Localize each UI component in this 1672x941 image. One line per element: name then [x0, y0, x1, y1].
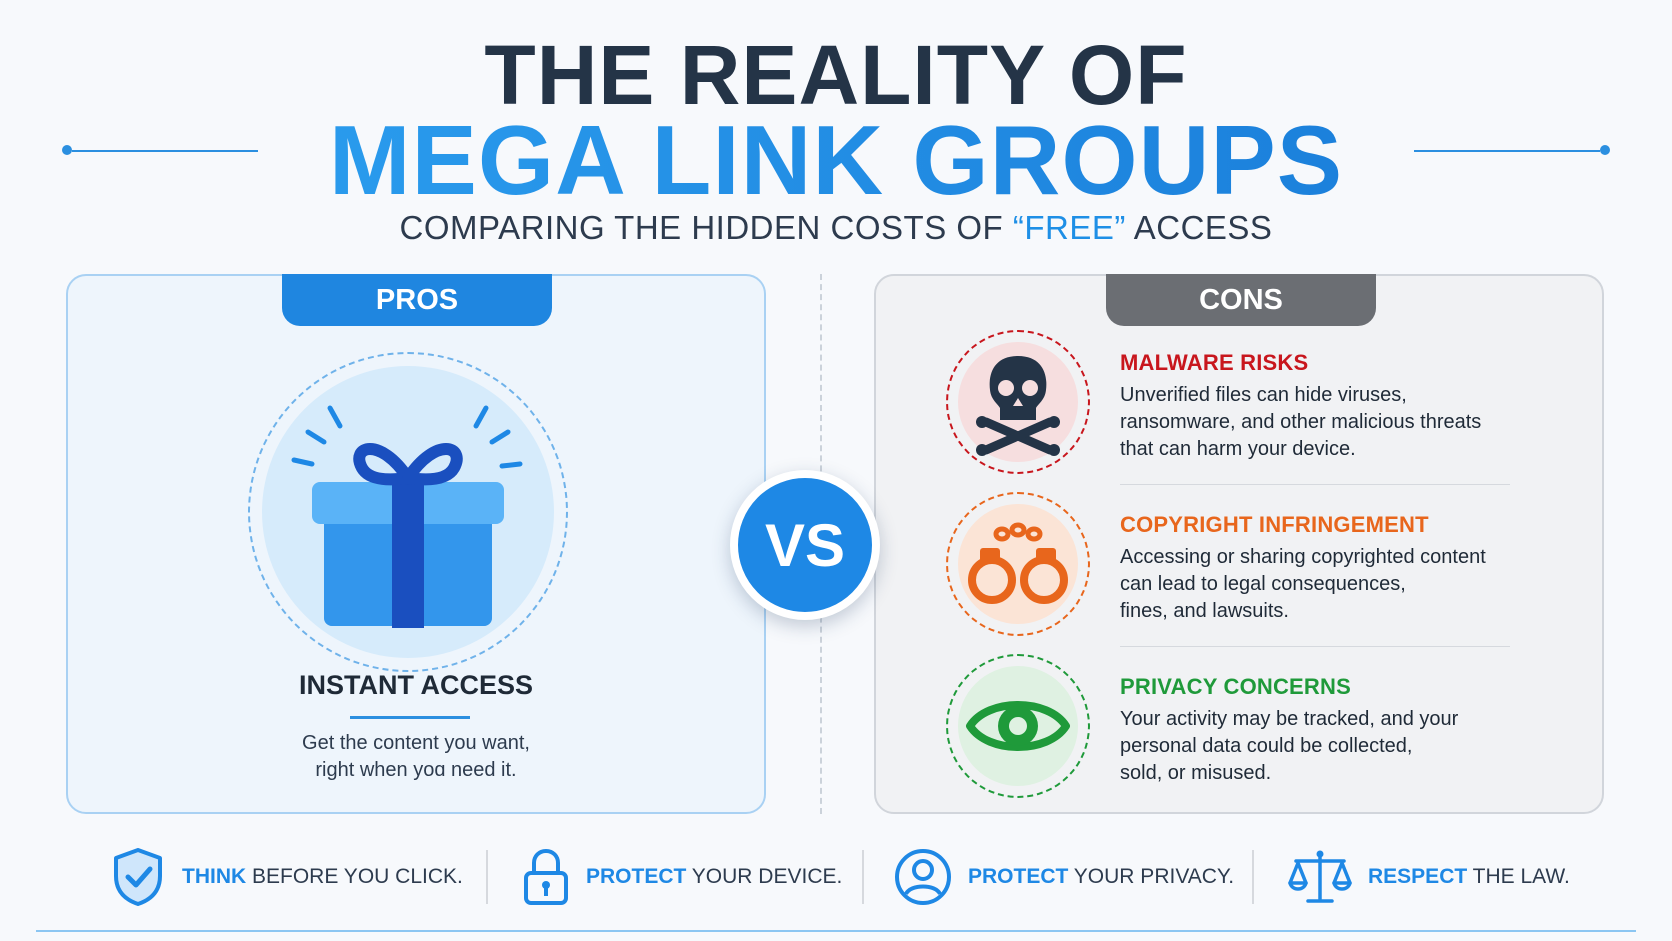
padlock-icon	[524, 848, 568, 905]
subtitle-highlight: “FREE”	[1012, 209, 1126, 246]
con-desc-malware: Unverified files can hide viruses, ranso…	[1120, 382, 1540, 463]
bottom-rule	[36, 930, 1636, 932]
con-desc-line: personal data could be collected,	[1120, 735, 1413, 757]
pros-desc-line-2: right when yoɑ need it.	[315, 759, 517, 781]
pros-desc-line-1: Get the content you want,	[302, 732, 530, 754]
gift-ring	[248, 352, 568, 672]
con-desc-line: fines, and lawsuits.	[1120, 600, 1289, 622]
con-desc-privacy: Your activity may be tracked, and your p…	[1120, 706, 1540, 787]
eye-icon	[966, 701, 1070, 751]
footer-strong: PROTECT	[586, 865, 687, 888]
con-desc-line: Accessing or sharing copyrighted content	[1120, 546, 1486, 568]
vs-badge: VS	[730, 470, 880, 620]
footer-privacy: PROTECT YOUR PRIVACY.	[894, 844, 1234, 910]
skull-crossbones-icon	[976, 356, 1060, 456]
privacy-icon-ring	[946, 654, 1090, 798]
decor-dot-left	[62, 145, 72, 155]
con-desc-line: Your activity may be tracked, and your	[1120, 708, 1459, 730]
malware-icon-ring	[946, 330, 1090, 474]
user-icon	[895, 849, 951, 905]
footer-rest: BEFORE YOU CLICK.	[246, 865, 463, 888]
con-title-malware: MALWARE RISKS	[1120, 350, 1309, 375]
cons-tab: CONS	[1106, 274, 1376, 326]
con-desc-line: can lead to legal consequences,	[1120, 573, 1406, 595]
footer-rest: THE LAW.	[1467, 865, 1570, 888]
con-desc-copyright: Accessing or sharing copyrighted content…	[1120, 544, 1540, 625]
handcuffs-icon	[968, 522, 1068, 604]
vs-label: VS	[764, 511, 846, 579]
footer-separator	[1252, 850, 1254, 904]
footer-text: PROTECT YOUR PRIVACY.	[968, 865, 1234, 889]
subtitle-pre: COMPARING THE HIDDEN COSTS OF	[399, 209, 1013, 246]
footer-text: THINK BEFORE YOU CLICK.	[182, 865, 463, 889]
gift-icon	[291, 405, 523, 628]
pros-tab-label: PROS	[375, 283, 459, 316]
pros-description: Get the content you want, right when yoɑ…	[66, 730, 766, 784]
footer-rest: YOUR DEVICE.	[686, 865, 843, 888]
pros-title: INSTANT ACCESS	[298, 670, 533, 700]
footer-separator	[862, 850, 864, 904]
footer-text: PROTECT YOUR DEVICE.	[586, 865, 842, 889]
pros-tab: PROS	[282, 274, 552, 326]
subtitle: COMPARING THE HIDDEN COSTS OF “FREE” ACC…	[0, 208, 1672, 248]
con-desc-line: Unverified files can hide viruses,	[1120, 384, 1407, 406]
decor-line-left	[72, 150, 258, 152]
con-separator	[1120, 484, 1510, 485]
con-desc-line: sold, or misused.	[1120, 762, 1272, 784]
con-desc-line: that can harm your device.	[1120, 438, 1356, 460]
footer-strong: PROTECT	[968, 865, 1069, 888]
footer-strong: THINK	[182, 865, 247, 888]
con-desc-line: ransomware, and other malicious threats	[1120, 411, 1482, 433]
decor-dot-right	[1600, 145, 1610, 155]
subtitle-post: ACCESS	[1125, 209, 1273, 246]
footer-strong: RESPECT	[1368, 865, 1468, 888]
footer-separator	[486, 850, 488, 904]
copyright-icon-ring	[946, 492, 1090, 636]
footer-rest: YOUR PRIVACY.	[1068, 865, 1235, 888]
con-title-privacy: PRIVACY CONCERNS	[1120, 674, 1351, 699]
con-separator	[1120, 646, 1510, 647]
footer-law: RESPECT THE LAW.	[1288, 844, 1570, 910]
cons-tab-label: CONS	[1199, 283, 1283, 316]
title-line-1: THE REALITY OF	[484, 28, 1188, 122]
footer-text: RESPECT THE LAW.	[1368, 865, 1570, 889]
footer-think: THINK BEFORE YOU CLICK.	[110, 844, 463, 910]
title-line-2: MEGA LINK GROUPS	[0, 108, 1672, 212]
footer-device: PROTECT YOUR DEVICE.	[522, 844, 842, 910]
scales-icon	[1288, 850, 1352, 903]
shield-check-icon	[114, 848, 162, 906]
decor-line-right	[1414, 150, 1600, 152]
con-title-copyright: COPYRIGHT INFRINGEMENT	[1120, 512, 1429, 537]
pros-title-underline	[350, 716, 470, 719]
